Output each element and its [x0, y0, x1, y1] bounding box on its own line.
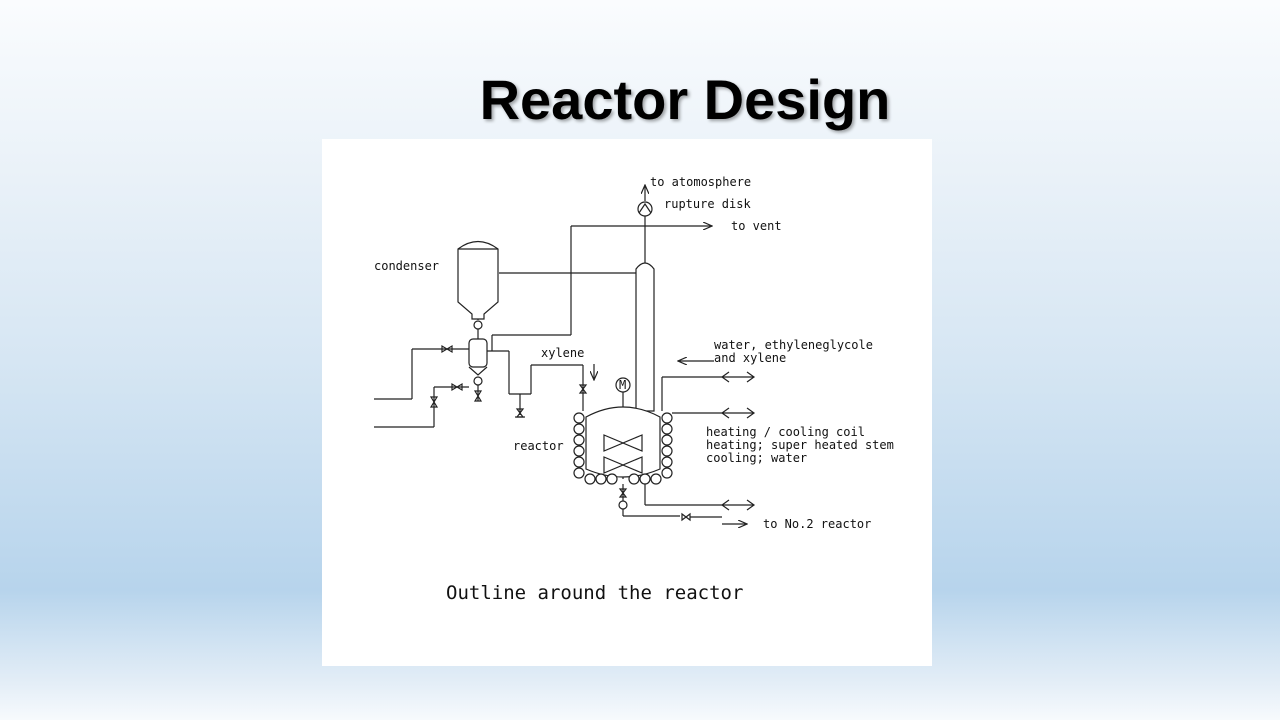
slide-title: Reactor Design — [479, 68, 891, 131]
label-to-no2-reactor: to No.2 reactor — [763, 517, 871, 531]
label-reactor: reactor — [513, 439, 564, 453]
process-diagram: to atomosphere rupture disk to vent cond… — [322, 139, 932, 666]
xylene-feed — [530, 364, 594, 411]
label-rupture-disk: rupture disk — [664, 197, 751, 211]
valve-icons — [429, 344, 525, 418]
label-coil-line3: cooling; water — [706, 451, 807, 465]
diagram-canvas: to atomosphere rupture disk to vent cond… — [374, 175, 894, 604]
distillation-column — [499, 262, 655, 412]
diagram-caption: Outline around the reactor — [446, 582, 743, 604]
label-condenser: condenser — [374, 259, 439, 273]
label-water-line2: and xylene — [714, 351, 786, 365]
reactor-vessel — [585, 406, 661, 478]
water-feed — [661, 361, 756, 411]
reactor-outlet — [618, 484, 756, 524]
condenser-vessel — [457, 240, 499, 339]
vent-pipe — [492, 226, 712, 336]
label-xylene: xylene — [541, 346, 584, 360]
label-to-atmosphere: to atomosphere — [650, 175, 751, 189]
rupture-disk-symbol — [637, 201, 653, 217]
separator-vessel — [468, 338, 488, 401]
heating-coil — [573, 412, 673, 485]
label-to-vent: to vent — [731, 219, 782, 233]
coil-connection — [672, 407, 756, 419]
label-motor: M — [619, 378, 626, 392]
label-water-line1: water, ethyleneglycole — [714, 338, 873, 352]
label-coil-line1: heating / cooling coil — [706, 425, 865, 439]
label-coil-line2: heating; super heated stem — [706, 438, 894, 452]
